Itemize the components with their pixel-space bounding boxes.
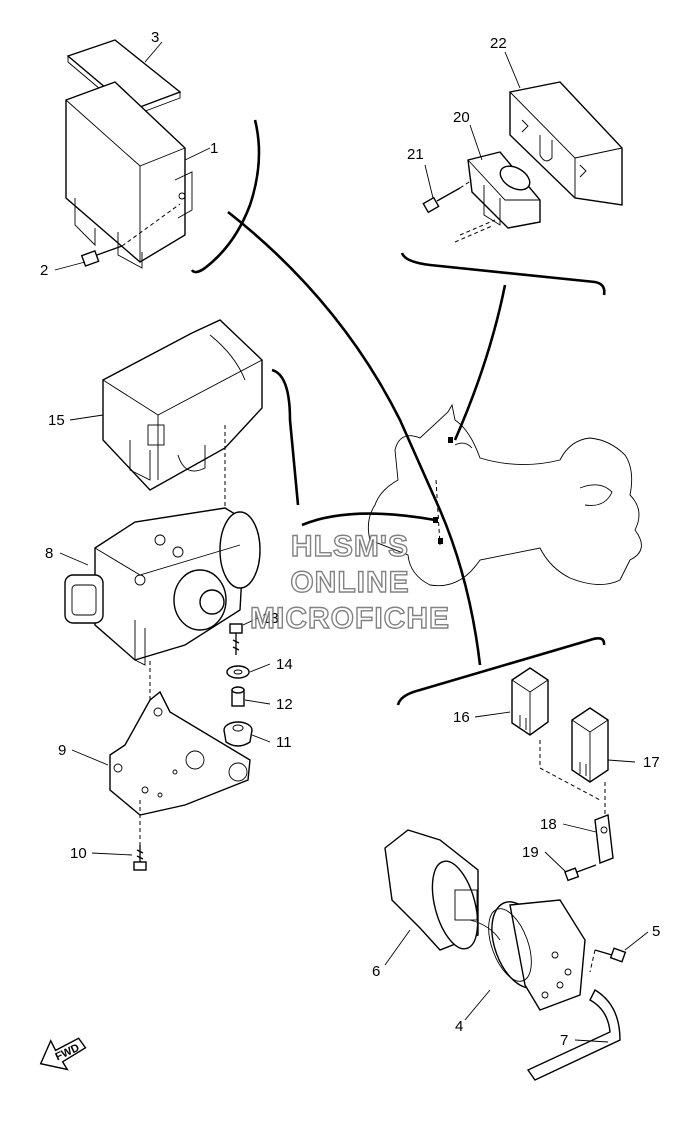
callout-12: 12 (276, 696, 293, 713)
callout-17: 17 (643, 754, 660, 771)
leader-lines (54, 41, 649, 1043)
callout-1: 1 (210, 140, 218, 157)
callout-15: 15 (48, 412, 65, 429)
sensor-screw-shape (589, 947, 627, 973)
callout-22: 22 (490, 35, 507, 52)
sensor-cover-shape (384, 829, 479, 951)
ecu-screw-shape (80, 203, 181, 267)
bracket-bolt-shape (133, 845, 147, 871)
collar-shape (231, 686, 245, 707)
grommet-shape (223, 721, 253, 747)
watermark-line-1: HLSM'S (291, 530, 409, 563)
callout-19: 19 (522, 844, 539, 861)
callout-21: 21 (407, 146, 424, 163)
callout-20: 20 (453, 109, 470, 126)
washer-shape (226, 665, 250, 679)
modulator-group (64, 319, 300, 871)
callout-10: 10 (70, 845, 87, 862)
watermark-line-3: MICROFICHE (250, 602, 450, 635)
callout-5: 5 (652, 923, 660, 940)
hose-shape (526, 989, 621, 1081)
ecu-group (65, 39, 261, 274)
sensor-body-shape (469, 899, 586, 1011)
callout-2: 2 (40, 262, 48, 279)
switch-screw-shape (422, 179, 473, 214)
switch-unit-shape (467, 151, 541, 229)
watermark: HLSM'S ONLINE MICROFICHE (249, 529, 450, 635)
watermark-line-2: ONLINE (290, 566, 409, 599)
callout-9: 9 (58, 742, 66, 759)
callout-16: 16 (453, 709, 470, 726)
relay-group (384, 637, 627, 1081)
callout-13: 13 (262, 610, 279, 627)
fwd-label: FWD (54, 1042, 82, 1063)
switch-cover-shape (509, 81, 623, 206)
callout-3: 3 (151, 29, 159, 46)
relay-bracket-shape (594, 814, 614, 864)
relay-screw-shape (564, 864, 597, 882)
callout-6: 6 (372, 963, 380, 980)
modulator-connector (64, 574, 104, 624)
modulator-cover-shape (102, 319, 263, 491)
motorcycle-outline (227, 210, 642, 666)
bracket-shape (109, 690, 251, 816)
ecu-unit-shape (65, 81, 186, 263)
callout-labels: 1 2 3 4 5 6 7 8 9 10 11 12 13 14 15 16 1… (40, 29, 660, 1049)
mount-bolt-shape (229, 623, 243, 655)
switch-group (400, 81, 623, 296)
callout-8: 8 (45, 545, 53, 562)
callout-7: 7 (560, 1032, 568, 1049)
callout-14: 14 (276, 656, 293, 673)
fwd-arrow-icon: FWD (39, 1037, 87, 1071)
callout-4: 4 (455, 1018, 463, 1035)
callout-18: 18 (540, 816, 557, 833)
callout-11: 11 (276, 734, 292, 751)
